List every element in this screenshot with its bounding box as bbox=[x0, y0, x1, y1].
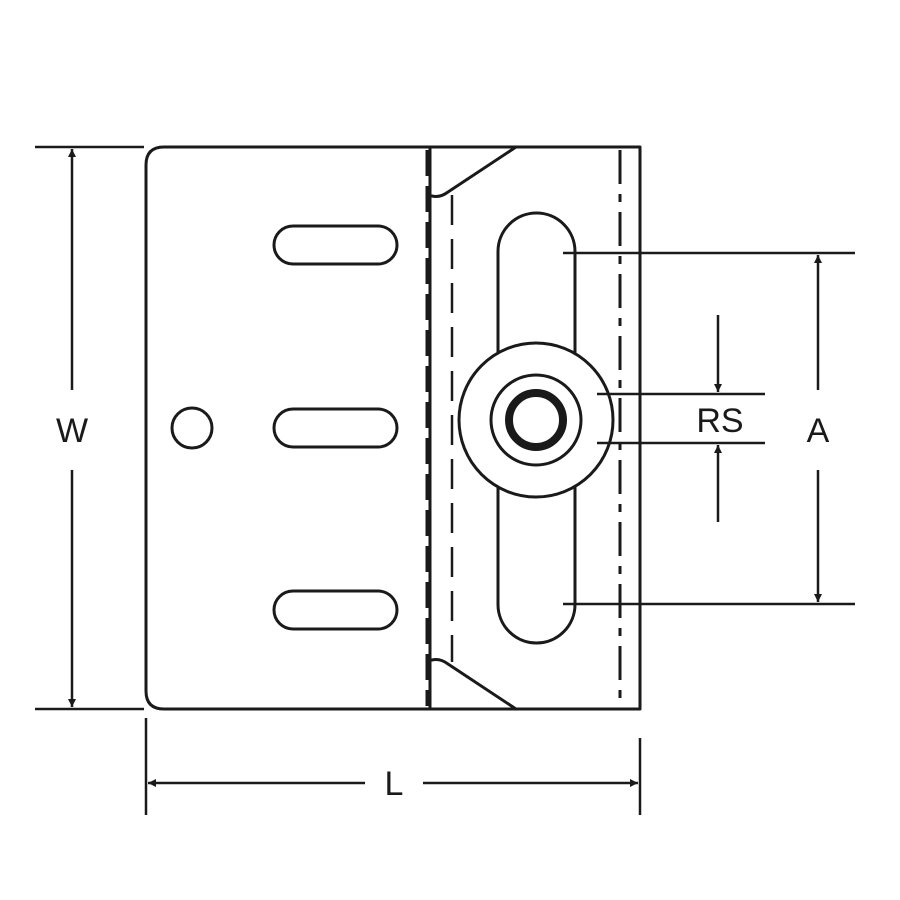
slot-bottom bbox=[272, 589, 399, 631]
a-label: A bbox=[807, 412, 830, 450]
rs-label: RS bbox=[696, 402, 743, 440]
washer bbox=[457, 341, 615, 499]
bottom-chamfer bbox=[430, 658, 518, 711]
l-label: L bbox=[385, 765, 404, 803]
nut-outer bbox=[489, 373, 583, 467]
plate-outline bbox=[144, 145, 642, 711]
slot-middle bbox=[272, 407, 399, 449]
threaded-hole bbox=[505, 389, 567, 451]
slot-top bbox=[272, 224, 399, 266]
w-label: W bbox=[56, 412, 88, 450]
mounting-hole bbox=[170, 406, 214, 450]
top-chamfer bbox=[430, 145, 518, 198]
